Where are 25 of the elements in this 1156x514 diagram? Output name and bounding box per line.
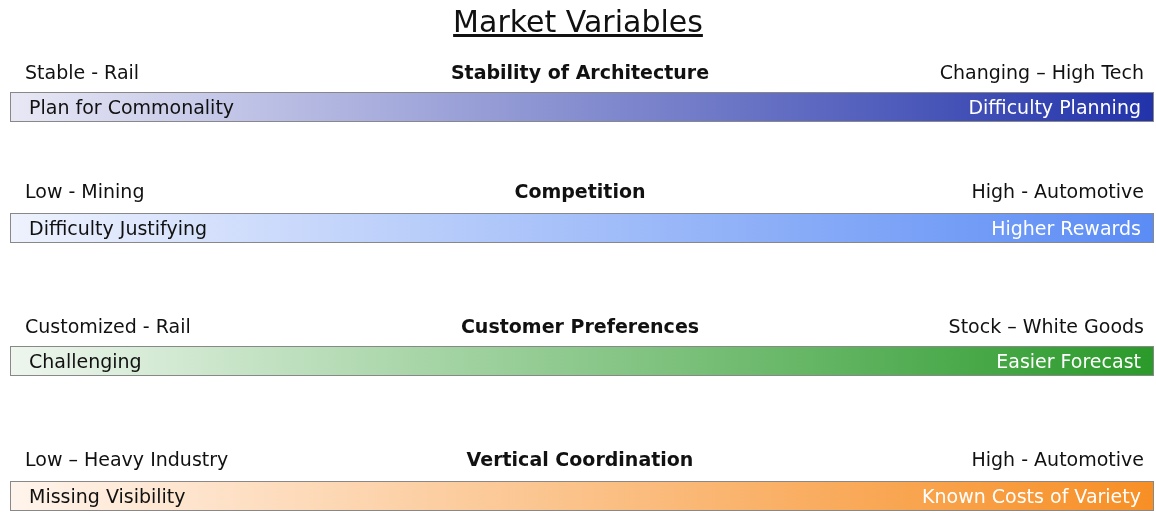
scale-heading: Vertical Coordination xyxy=(466,447,694,471)
scale-heading: Competition xyxy=(514,179,646,203)
scale-end-label: Customized - Rail xyxy=(25,314,191,338)
bar-label: Easier Forecast xyxy=(996,349,1141,373)
gradient-bar xyxy=(10,213,1154,243)
scale-end-label: Stock – White Goods xyxy=(948,314,1144,338)
bar-label: Missing Visibility xyxy=(29,484,186,508)
bar-label: Challenging xyxy=(29,349,142,373)
gradient-bar xyxy=(10,92,1154,122)
bar-label: Plan for Commonality xyxy=(29,95,235,119)
scale-end-label: Changing – High Tech xyxy=(939,60,1144,84)
diagram-title: Market Variables xyxy=(453,4,703,40)
bar-label: Higher Rewards xyxy=(991,216,1141,240)
scale-end-label: Stable - Rail xyxy=(25,60,140,84)
scale-end-label: Low - Mining xyxy=(25,179,145,203)
gradient-bar xyxy=(10,481,1154,511)
scale-heading: Customer Preferences xyxy=(460,314,700,338)
scale-heading: Stability of Architecture xyxy=(450,60,710,84)
scale-end-label: Low – Heavy Industry xyxy=(25,447,229,471)
bar-label: Difficulty Planning xyxy=(968,95,1141,119)
bar-label: Known Costs of Variety xyxy=(922,484,1141,508)
scale-end-label: High - Automotive xyxy=(971,179,1144,203)
bar-label: Difficulty Justifying xyxy=(29,216,208,240)
gradient-bar xyxy=(10,346,1154,376)
scale-end-label: High - Automotive xyxy=(971,447,1144,471)
